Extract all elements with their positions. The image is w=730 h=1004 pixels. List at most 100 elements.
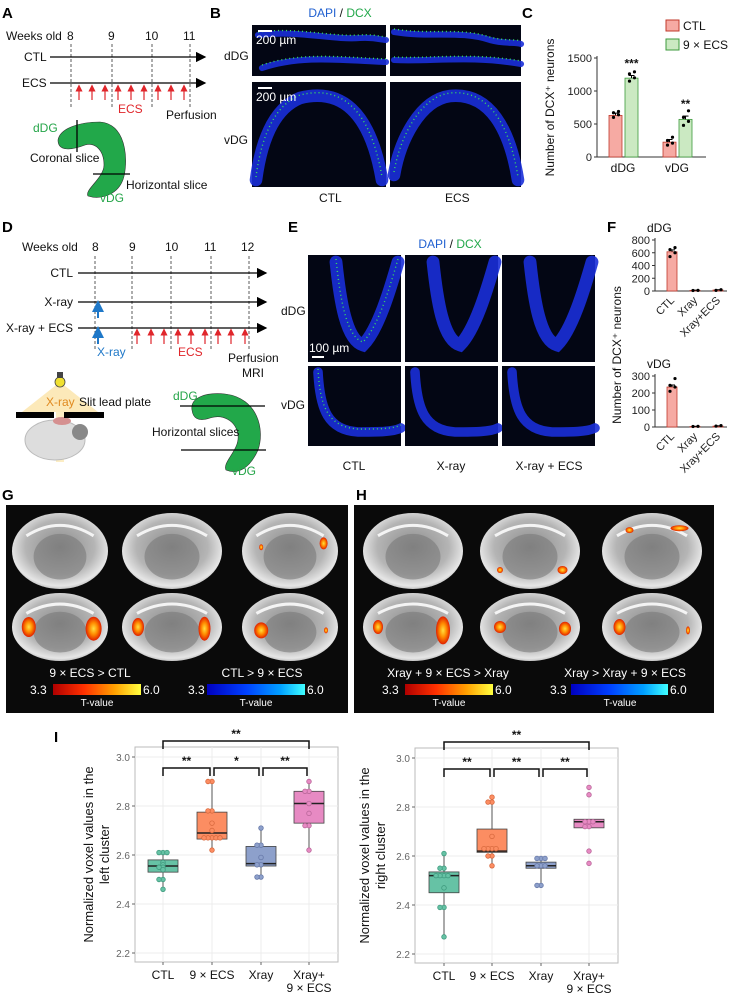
data-point: [696, 424, 700, 428]
xray-source-icon: [54, 376, 66, 388]
data-point: [719, 288, 723, 292]
perfusion-label: Perfusion: [166, 108, 217, 122]
corpus-callosum: [494, 602, 566, 615]
significance-label: **: [462, 755, 472, 769]
y-tick-label: 2.8: [116, 802, 130, 813]
data-point: [437, 904, 443, 911]
data-point: [665, 143, 670, 147]
data-point: [673, 251, 677, 255]
panel-d: D Weeks old 8 9 10 11 12 CTL X-ray X-ray…: [2, 219, 279, 478]
horizontal-label: Horizontal slice: [126, 178, 208, 192]
week-8: 8: [92, 240, 99, 254]
bar: [666, 251, 678, 292]
data-point: [668, 389, 672, 393]
brain-core: [385, 533, 441, 580]
data-point: [681, 115, 686, 119]
activation-cluster: [436, 616, 450, 645]
y-axis-label: left cluster: [97, 824, 112, 884]
contrast-positive: 9 × ECS > CTL: [49, 666, 131, 680]
significance-label: **: [231, 727, 241, 741]
stain-legend: DAPI / DCX: [308, 6, 371, 20]
plate-label: Slit lead plate: [79, 395, 151, 409]
data-point: [590, 819, 596, 825]
data-point: [670, 141, 675, 145]
data-point: [668, 247, 672, 252]
significance-label: **: [512, 755, 522, 769]
dapi-layer: [523, 255, 599, 353]
x-tick-label: Xray: [529, 969, 554, 983]
significance-bracket: [162, 740, 310, 749]
scale-bar-label: 100 µm: [309, 341, 349, 355]
significance-label: **: [280, 754, 290, 768]
row-ctl: CTL: [24, 50, 47, 64]
y-tick-label: 1500: [568, 53, 592, 65]
activation-cluster: [254, 622, 269, 639]
data-point: [217, 835, 223, 841]
corpus-callosum: [494, 523, 566, 538]
data-point: [534, 863, 540, 869]
corpus-callosum: [25, 523, 95, 538]
chart-title: vDG: [647, 357, 671, 371]
corpus-callosum: [136, 523, 208, 538]
brain-core: [144, 533, 200, 580]
data-point: [441, 885, 447, 891]
colorbar-hot: 3.3 6.0 T-value: [30, 683, 160, 709]
activation-cluster: [497, 567, 503, 573]
data-point: [164, 849, 170, 856]
mri-slices-g: [12, 513, 338, 661]
y-tick-label: 100: [632, 405, 650, 417]
data-point: [627, 72, 632, 76]
x-tick-label: vDG: [665, 161, 689, 175]
y-tick-label: 3.0: [116, 753, 130, 764]
xray-label: X-ray: [97, 345, 126, 359]
panel-letter: F: [607, 219, 616, 236]
row-ecs: ECS: [22, 76, 47, 90]
data-point: [489, 863, 495, 869]
panel-letter: A: [2, 5, 13, 22]
dapi-layer: [390, 28, 525, 68]
panel-letter: I: [54, 729, 58, 746]
activation-cluster: [85, 616, 102, 641]
data-point: [254, 842, 260, 848]
data-point: [489, 833, 495, 840]
vdg-label: vDG: [232, 464, 256, 478]
week-11: 11: [204, 240, 217, 254]
cbar-label: T-value: [240, 698, 273, 709]
row-xray-ecs: X-ray + ECS: [6, 321, 73, 335]
significance-label: **: [512, 728, 522, 742]
lead-plate: [64, 412, 104, 418]
data-point: [306, 810, 312, 817]
significance-bracket: [213, 767, 260, 777]
bar: [678, 118, 693, 158]
week-10: 10: [145, 29, 159, 43]
activation-cluster: [21, 617, 36, 637]
row-ddg: dDG: [281, 304, 306, 318]
data-point: [489, 794, 495, 800]
data-point: [302, 788, 308, 794]
brain-core: [624, 533, 680, 580]
cbar-max: 6.0: [143, 683, 160, 697]
activation-cluster: [319, 537, 328, 550]
panel-letter: B: [210, 5, 221, 22]
data-point: [160, 886, 166, 892]
data-point: [205, 808, 211, 814]
contrast-negative: CTL > 9 × ECS: [222, 666, 303, 680]
y-tick-label: 200: [632, 388, 650, 400]
week-9: 9: [108, 29, 115, 43]
brain-core: [263, 533, 317, 580]
legend-swatch: [665, 38, 680, 51]
y-tick-label: 500: [574, 119, 592, 131]
contrast-positive: Xray + 9 × ECS > Xray: [387, 666, 509, 680]
xray-source-label: X-ray: [46, 395, 75, 409]
data-point: [616, 113, 621, 117]
corpus-callosum: [255, 602, 325, 615]
data-point: [156, 876, 162, 883]
brain-core: [144, 611, 200, 653]
col-ctl: CTL: [343, 459, 366, 473]
data-point: [485, 853, 491, 859]
activation-cluster: [559, 621, 571, 636]
bar: [624, 77, 639, 158]
x-tick-label: 9 × ECS: [189, 968, 234, 982]
